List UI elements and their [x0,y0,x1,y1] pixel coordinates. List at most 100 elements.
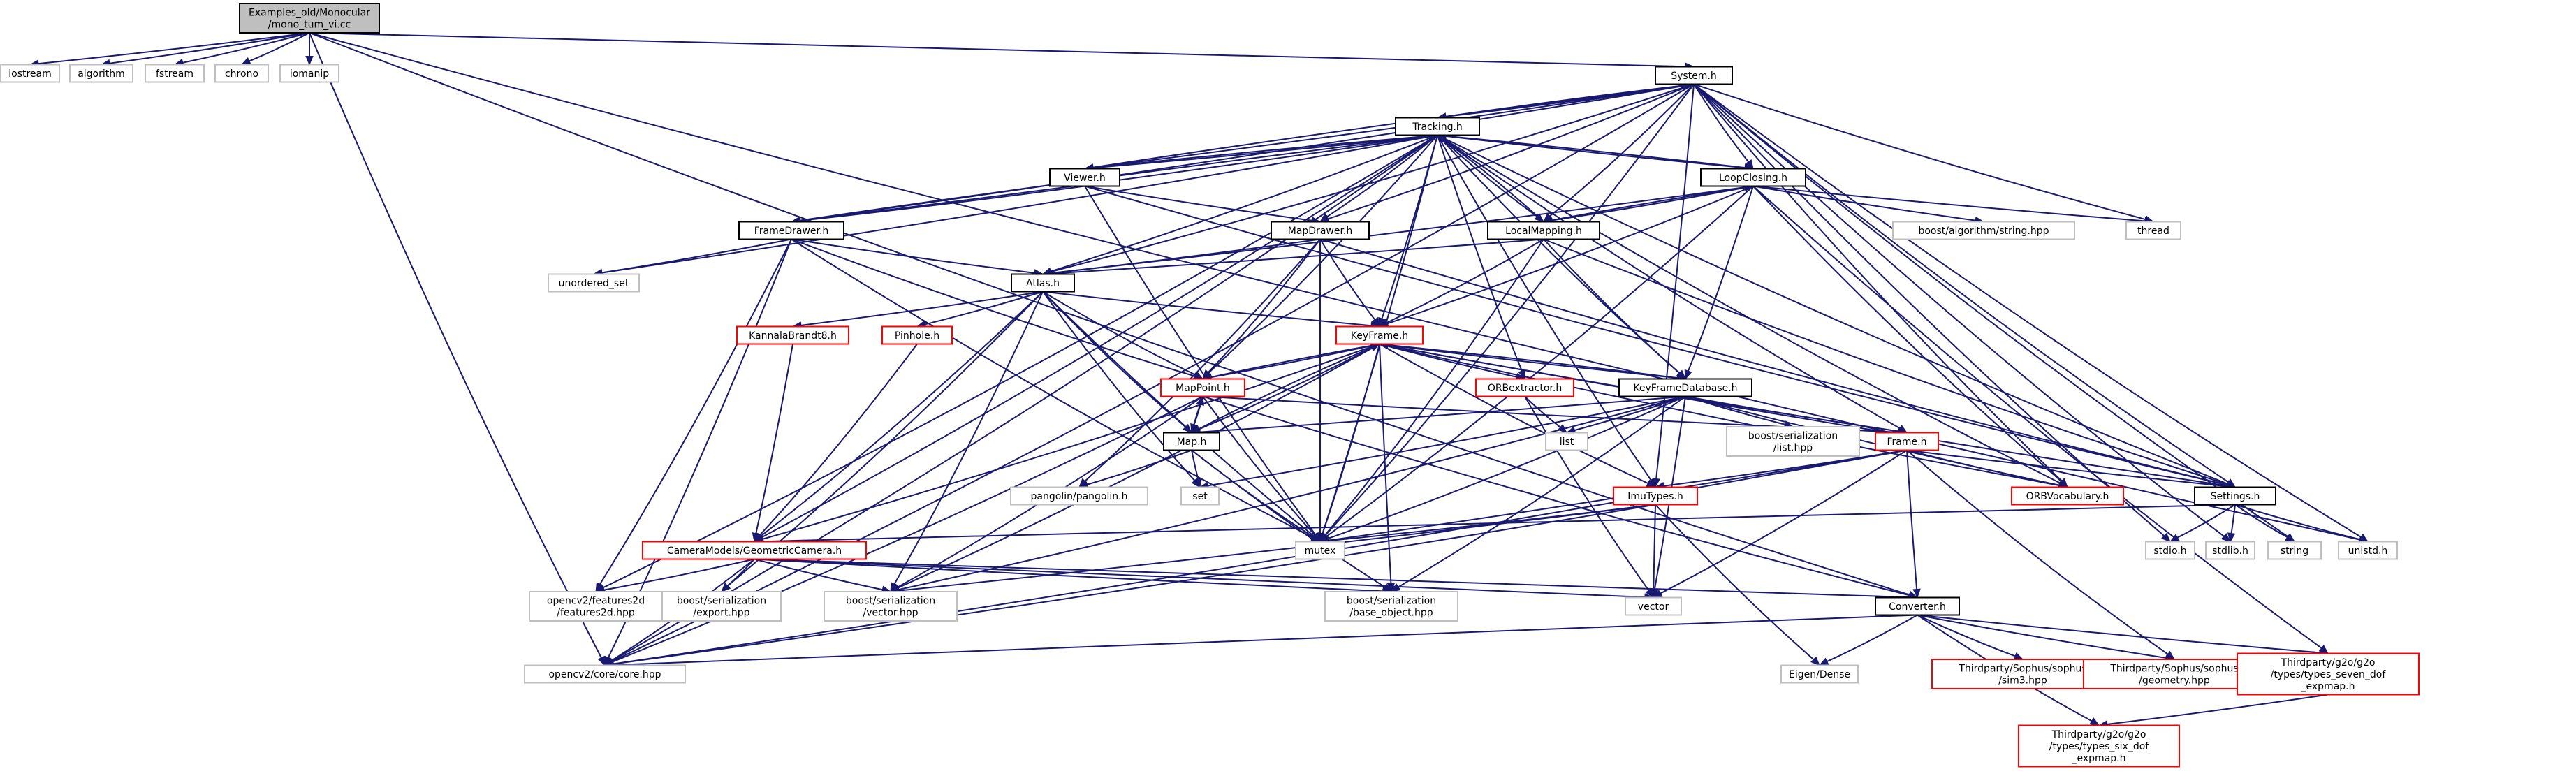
node-box-framedrawer[interactable] [738,221,844,240]
node-mapdrawer[interactable]: MapDrawer.h [1271,221,1370,240]
node-box-kannala[interactable] [736,325,849,345]
node-features2d[interactable]: opencv2/features2d/features2d.hpp [529,591,663,622]
node-box-sophusgeom[interactable] [2083,659,2266,689]
node-vector[interactable]: vector [1625,596,1682,616]
node-box-stdio[interactable] [2145,541,2195,560]
node-box-pangolin[interactable] [1010,486,1148,506]
node-algorithm[interactable]: algorithm [69,64,133,83]
node-pangolin[interactable]: pangolin/pangolin.h [1010,486,1148,506]
node-box-mutex[interactable] [1295,541,1345,560]
node-box-mappoint[interactable] [1160,378,1245,397]
node-boostlist[interactable]: boost/serialization/list.hpp [1726,426,1860,457]
node-box-boostvector[interactable] [824,591,958,622]
node-g2oseven[interactable]: Thirdparty/g2o/g2o/types/types_seven_dof… [2237,652,2420,696]
node-box-mapdrawer[interactable] [1271,221,1370,240]
node-mutex[interactable]: mutex [1295,541,1345,560]
node-unordered_set[interactable]: unordered_set [548,273,640,293]
node-box-system[interactable] [1655,66,1733,85]
node-keyframe[interactable]: KeyFrame.h [1335,325,1424,345]
node-box-g2oseven[interactable] [2237,652,2420,696]
node-box-g2osix[interactable] [2018,724,2180,768]
node-atlas[interactable]: Atlas.h [1011,273,1075,293]
node-box-eigendense[interactable] [1780,664,1859,684]
node-box-string[interactable] [2267,541,2322,560]
node-boostbase[interactable]: boost/serialization/base_object.hpp [1324,591,1458,622]
node-boostvector[interactable]: boost/serialization/vector.hpp [824,591,958,622]
node-kfdb[interactable]: KeyFrameDatabase.h [1618,378,1752,397]
node-string[interactable]: string [2267,541,2322,560]
node-box-chrono[interactable] [214,64,269,83]
node-boostalgo[interactable]: boost/algorithm/string.hpp [1892,221,2075,240]
node-unistd[interactable]: unistd.h [2338,541,2398,560]
node-box-unordered_set[interactable] [548,273,640,293]
node-set[interactable]: set [1180,486,1220,506]
node-box-keyframe[interactable] [1335,325,1424,345]
node-sophusgeom[interactable]: Thirdparty/Sophus/sophus/geometry.hpp [2083,659,2266,689]
node-box-boostalgo[interactable] [1892,221,2075,240]
node-loopclosing[interactable]: LoopClosing.h [1700,168,1806,187]
node-box-settings[interactable] [2194,486,2276,506]
node-box-localmapping[interactable] [1487,221,1600,240]
edge-localmapping-to-tracking [1443,140,1544,223]
node-mappoint[interactable]: MapPoint.h [1160,378,1245,397]
node-system[interactable]: System.h [1655,66,1733,85]
node-box-frame[interactable] [1875,432,1939,451]
node-box-pinhole[interactable] [881,325,953,345]
node-opencvcore[interactable]: opencv2/core/core.hpp [524,664,686,684]
node-box-algorithm[interactable] [69,64,133,83]
node-box-atlas[interactable] [1011,273,1075,293]
node-box-loopclosing[interactable] [1700,168,1806,187]
node-converter[interactable]: Converter.h [1875,596,1960,616]
node-list[interactable]: list [1545,432,1588,451]
node-box-boostexport[interactable] [661,591,782,622]
node-chrono[interactable]: chrono [214,64,269,83]
node-frame[interactable]: Frame.h [1875,432,1939,451]
node-map[interactable]: Map.h [1163,432,1220,451]
node-box-vector[interactable] [1625,596,1682,616]
node-box-set[interactable] [1180,486,1220,506]
node-iostream[interactable]: iostream [0,64,60,83]
node-box-thread[interactable] [2125,221,2181,240]
node-box-unistd[interactable] [2338,541,2398,560]
node-imutypes[interactable]: ImuTypes.h [1613,486,1698,506]
node-box-map[interactable] [1163,432,1220,451]
node-root[interactable]: Examples_old/Monocular/mono_tum_vi.cc [239,3,380,34]
node-box-stdlib[interactable] [2205,541,2255,560]
node-box-orbvocab[interactable] [2011,486,2124,506]
node-box-kfdb[interactable] [1618,378,1752,397]
node-fstream[interactable]: fstream [145,64,205,83]
node-box-boostlist[interactable] [1726,426,1860,457]
node-g2osix[interactable]: Thirdparty/g2o/g2o/types/types_six_dof_e… [2018,724,2180,768]
node-localmapping[interactable]: LocalMapping.h [1487,221,1600,240]
node-box-root[interactable] [239,3,380,34]
node-box-fstream[interactable] [145,64,205,83]
node-kannala[interactable]: KannalaBrandt8.h [736,325,849,345]
node-pinhole[interactable]: Pinhole.h [881,325,953,345]
node-tracking[interactable]: Tracking.h [1395,117,1480,136]
node-box-orbextractor[interactable] [1475,378,1574,397]
node-box-camgeo[interactable] [642,541,867,560]
node-eigendense[interactable]: Eigen/Dense [1780,664,1859,684]
node-camgeo[interactable]: CameraModels/GeometricCamera.h [642,541,867,560]
node-framedrawer[interactable]: FrameDrawer.h [738,221,844,240]
node-box-list[interactable] [1545,432,1588,451]
node-orbextractor[interactable]: ORBextractor.h [1475,378,1574,397]
node-box-imutypes[interactable] [1613,486,1698,506]
node-box-iomanip[interactable] [279,64,339,83]
node-box-iostream[interactable] [0,64,60,83]
node-boostexport[interactable]: boost/serialization/export.hpp [661,591,782,622]
node-box-features2d[interactable] [529,591,663,622]
node-box-converter[interactable] [1875,596,1960,616]
node-stdio[interactable]: stdio.h [2145,541,2195,560]
node-box-tracking[interactable] [1395,117,1480,136]
node-iomanip[interactable]: iomanip [279,64,339,83]
node-box-opencvcore[interactable] [524,664,686,684]
node-viewer[interactable]: Viewer.h [1049,168,1120,187]
node-thread[interactable]: thread [2125,221,2181,240]
node-box-viewer[interactable] [1049,168,1120,187]
node-box-boostbase[interactable] [1324,591,1458,622]
node-stdlib[interactable]: stdlib.h [2205,541,2255,560]
node-settings[interactable]: Settings.h [2194,486,2276,506]
node-orbvocab[interactable]: ORBVocabulary.h [2011,486,2124,506]
arrowhead-map-to-mappoint [1196,395,1204,407]
